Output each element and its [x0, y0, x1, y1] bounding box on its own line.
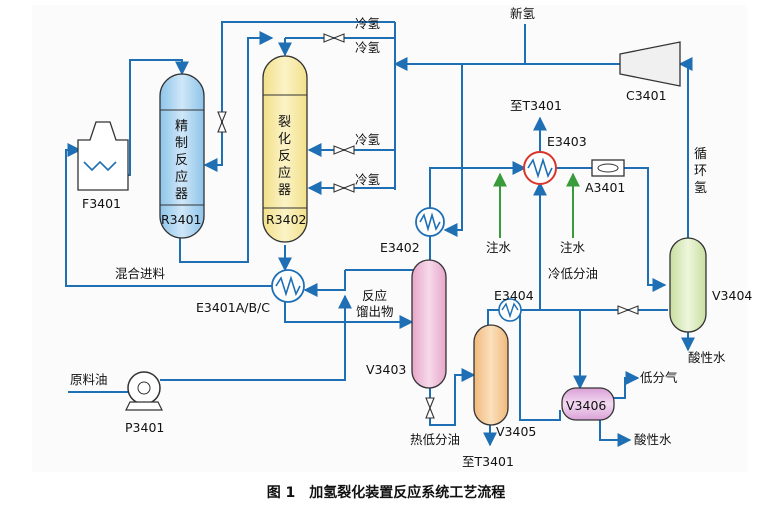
valve-quench-1: [323, 33, 336, 43]
label-e3403: E3403: [547, 134, 587, 149]
label-reaction-effluent-1: 反应: [362, 288, 387, 303]
label-hot-lp-oil: 热低分油: [410, 432, 460, 447]
label-v3404: V3404: [712, 288, 752, 303]
pipe-to-e3401-shell: [303, 270, 346, 297]
label-e3404: E3404: [494, 288, 534, 303]
exchanger-e3403: [523, 151, 557, 185]
exchanger-e3404: [498, 298, 522, 322]
pipe-e3404-out: [487, 309, 500, 328]
label-to-t3401-bottom: 至T3401: [462, 454, 514, 469]
label-quench-hydrogen-1: 冷氢: [355, 16, 381, 31]
air-cooler-a3401: [591, 159, 625, 177]
compressor-c3401: [619, 41, 681, 87]
separator-v3406: [561, 387, 615, 421]
pipe-v3406-water: [599, 420, 632, 447]
reactor-r3401: [159, 73, 205, 239]
label-p3401: P3401: [125, 420, 164, 435]
label-sour-water-2: 酸性水: [634, 432, 672, 447]
pipe-mixed-feed: [65, 143, 272, 287]
valves: [217, 33, 639, 419]
label-r3401-name: 精制反应器: [175, 119, 188, 202]
label-r3402-name: 裂化反应器: [278, 115, 291, 198]
label-e3402: E3402: [380, 240, 420, 255]
pipe-e3402-to-e3403: [429, 161, 527, 210]
label-quench-hydrogen-4: 冷氢: [355, 172, 381, 187]
label-cold-lp-oil: 冷低分油: [548, 266, 598, 281]
pipe-lp-gas: [608, 371, 640, 399]
label-c3401: C3401: [626, 88, 667, 103]
pipe-reaction-effluent: [284, 302, 414, 329]
valve-quench-3: [333, 145, 346, 155]
label-e3401: E3401A/B/C: [196, 300, 270, 315]
valve-v3403-bottom: [425, 397, 435, 410]
label-r3402: R3402: [266, 212, 307, 227]
label-lp-gas: 低分气: [640, 370, 678, 385]
valve-quench-1b: [332, 33, 345, 43]
label-feed-oil: 原料油: [70, 372, 108, 387]
valve-quench-3b: [342, 145, 355, 155]
label-r3401: R3401: [161, 212, 202, 227]
label-new-hydrogen: 新氢: [510, 6, 536, 21]
furnace-f3401: [77, 121, 129, 191]
valve-r3401-inlet: [217, 111, 227, 124]
separator-v3405: [473, 324, 509, 426]
label-v3405: V3405: [496, 424, 536, 439]
exchanger-e3402: [415, 207, 445, 237]
label-quench-hydrogen-3: 冷氢: [355, 132, 381, 147]
reactor-r3402: [262, 55, 308, 243]
pipe-r3401-inlet-top: [203, 21, 395, 172]
pipe-hot-lp-oil: [429, 368, 476, 426]
pipe-hydrogen-to-e3402: [443, 64, 463, 237]
label-v3406: V3406: [566, 398, 606, 413]
label-water-injection-2: 注水: [560, 240, 586, 255]
label-recycle-hydrogen: 循环氢: [694, 147, 707, 196]
valve-quench-4: [333, 183, 346, 193]
valve-v3404-oilb: [626, 305, 639, 315]
separator-v3404: [669, 237, 707, 333]
label-sour-water-1: 酸性水: [688, 350, 726, 365]
pipe-a3401-to-v3404: [624, 167, 667, 292]
valve-r3401-inletb: [217, 120, 227, 133]
label-a3401: A3401: [585, 180, 625, 195]
label-quench-hydrogen-2: 冷氢: [355, 40, 381, 55]
pipe-pump-discharge: [160, 294, 352, 381]
pipe-recycle-hydrogen: [678, 57, 693, 238]
exchanger-e3401: [271, 269, 305, 303]
valve-v3403-bottomb: [425, 406, 435, 419]
separator-v3403: [411, 259, 447, 389]
pipe-v3406-bypass: [519, 310, 561, 421]
valve-quench-4b: [342, 183, 355, 193]
label-v3403: V3403: [366, 362, 406, 377]
figure-caption: 图 1 加氢裂化装置反应系统工艺流程: [266, 485, 506, 501]
pipe-r3401-to-r3402: [179, 31, 274, 263]
valve-v3404-oil: [617, 305, 630, 315]
pump-p3401: [125, 371, 163, 411]
label-reaction-effluent-2: 馏出物: [356, 304, 394, 319]
label-mixed-feed: 混合进料: [115, 266, 166, 281]
label-water-injection-1: 注水: [486, 240, 512, 255]
label-to-t3401-top: 至T3401: [510, 98, 562, 113]
label-f3401: F3401: [82, 196, 121, 211]
